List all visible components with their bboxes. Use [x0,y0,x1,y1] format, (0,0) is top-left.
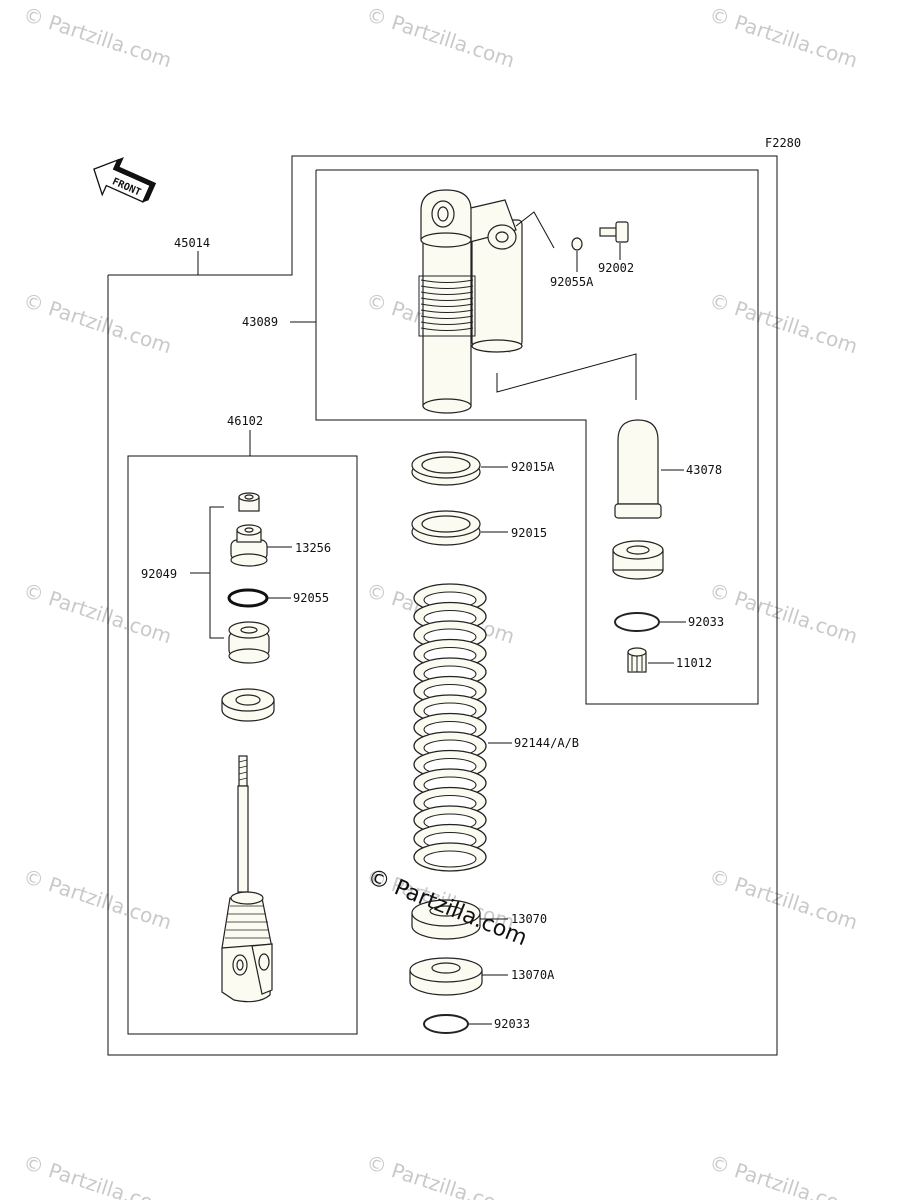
assembly-outline-46102 [127,455,358,1035]
watermark-text: © Partzilla.com [20,2,174,73]
label-92002: 92002 [598,261,634,275]
circlip-92033-upper-part [614,612,660,632]
watermark-text: © Partzilla.com [20,578,174,649]
label-46102: 46102 [227,414,263,428]
label-11012: 11012 [676,656,712,670]
bolt-92002-part [599,221,629,243]
piston-rod-clevis-part [221,755,273,1003]
bump-rubber-13256-part [230,524,268,567]
bracket-92049 [209,506,224,639]
collar-13070A-part [409,957,483,996]
bushing-11012-part [627,647,647,673]
adjuster-nut-92015-part [411,510,481,546]
watermark-text: © Partzilla.com [706,2,860,73]
figure-code: F2280 [765,136,801,150]
label-13256: 13256 [295,541,331,555]
watermark-text: © Partzilla.com [363,2,517,73]
watermark-text: © Partzilla.com [706,578,860,649]
label-92033-lower: 92033 [494,1017,530,1031]
hex-nut-part [238,492,260,512]
assembly-outline-45014 [107,155,778,1056]
locknut-92015A-part [411,451,481,486]
bottom-out-cup-part [221,688,275,722]
label-92015A: 92015A [511,460,555,474]
watermark-text: © Partzilla.com [363,1150,517,1200]
watermark-text: © Partzilla.com [706,1150,860,1200]
label-92055: 92055 [293,591,329,605]
label-13070: 13070 [511,912,547,926]
watermark-text: © Partzilla.com [20,1150,174,1200]
oring-92055-part [227,588,269,608]
label-92015: 92015 [511,526,547,540]
reservoir-cap-part [612,540,664,580]
watermark-text: © Partzilla.com [706,288,860,359]
label-92033-upper: 92033 [688,615,724,629]
spring-92144-part [413,583,487,872]
watermark-text: © Partzilla.com [20,288,174,359]
label-43078: 43078 [686,463,722,477]
watermark-text: © Partzilla.com [706,864,860,935]
assembly-outline-43089 [315,169,759,705]
label-92055A: 92055A [550,275,594,289]
leader-92055A [515,211,555,249]
bladder-43078-part [614,419,662,519]
circlip-92033-lower-part [423,1014,469,1034]
seal-head-part [228,621,270,664]
front-arrow-icon: FRONT [93,157,157,203]
label-92144: 92144/A/B [514,736,579,750]
spring-seat-13070-part [411,899,481,940]
leader-43078-reservoir [496,353,637,400]
watermark-text: © Partzilla.com [20,864,174,935]
shock-body-part [418,189,523,414]
label-45014: 45014 [174,236,210,250]
label-92049: 92049 [141,567,177,581]
oring-92055A-part [571,237,583,251]
label-43089: 43089 [242,315,278,329]
label-13070A: 13070A [511,968,555,982]
